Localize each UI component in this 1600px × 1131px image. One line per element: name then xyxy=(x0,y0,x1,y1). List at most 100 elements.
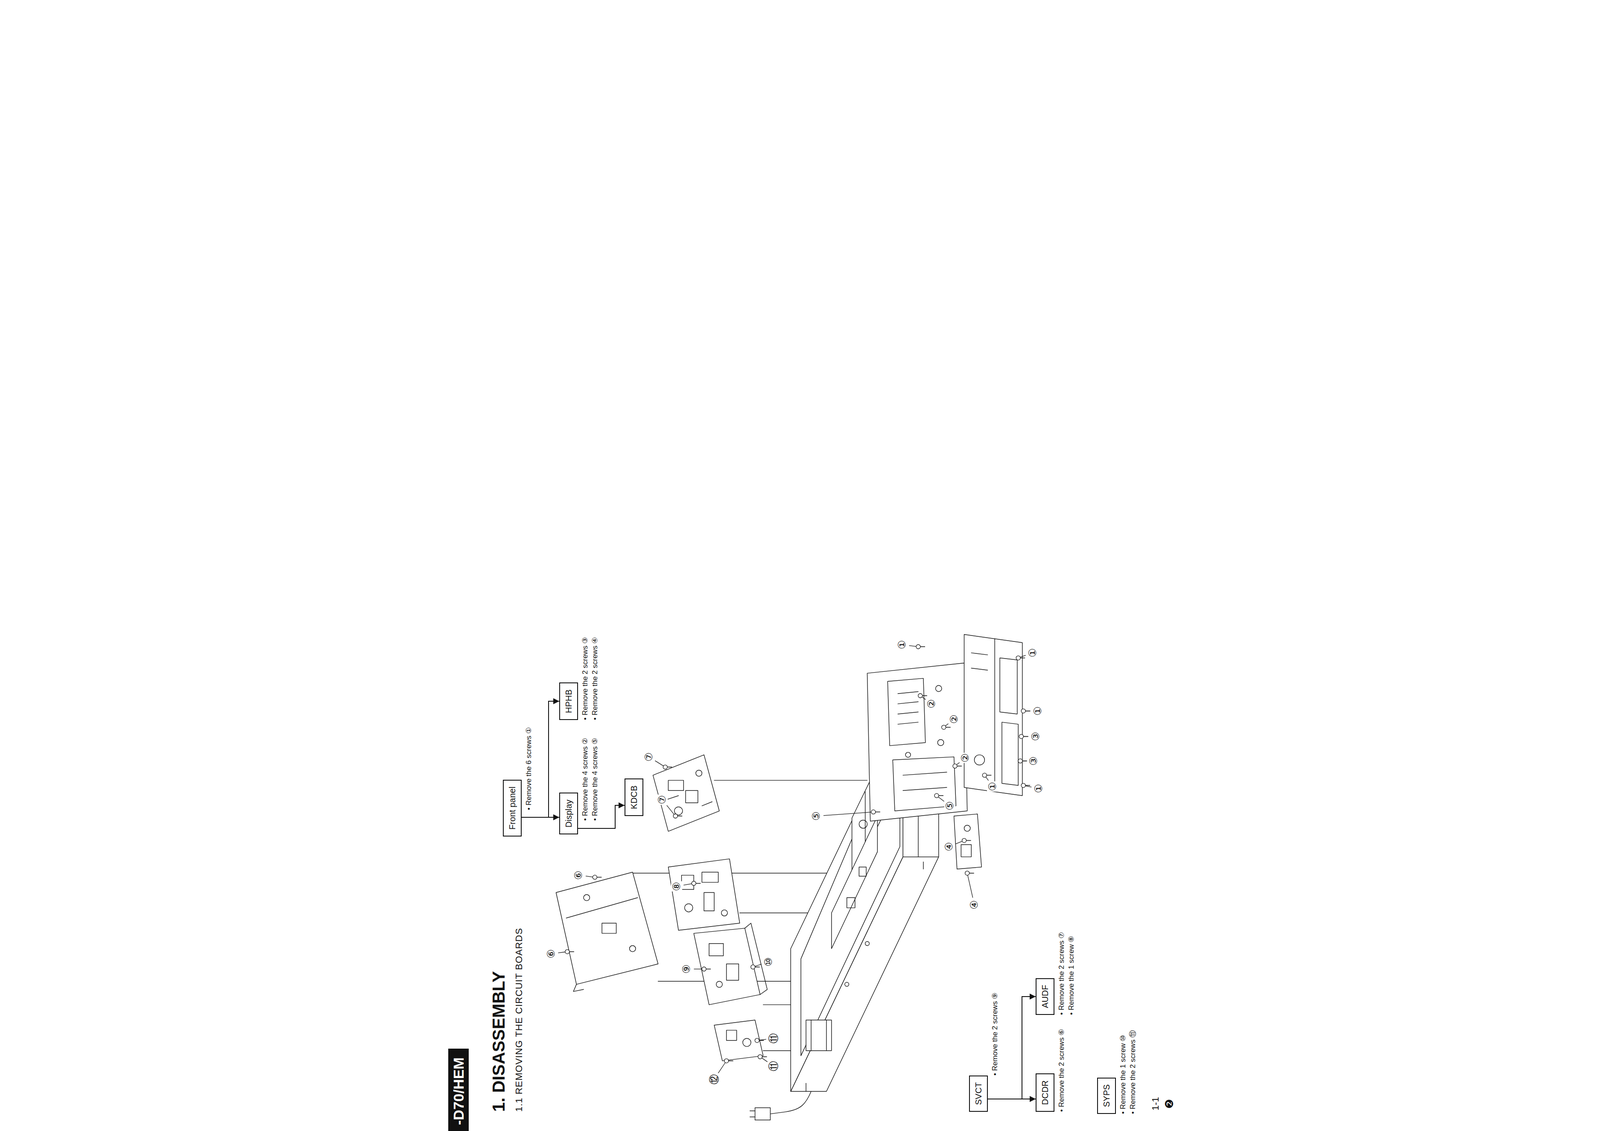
step-note: • Remove the 2 screws ⑦ xyxy=(1056,932,1067,1016)
transformer xyxy=(805,1020,832,1052)
floor-board xyxy=(831,816,878,949)
display-board xyxy=(887,678,926,746)
screw-symbol xyxy=(662,764,672,770)
screw-symbol xyxy=(922,695,928,697)
screw-symbol xyxy=(758,1054,768,1060)
step-notes: • Remove the 1 screw ⑩• Remove the 2 scr… xyxy=(1118,1030,1139,1115)
screw-symbol xyxy=(569,951,575,953)
syps-board xyxy=(714,1020,764,1062)
audf-board xyxy=(668,858,740,931)
kdcb-board xyxy=(653,755,720,832)
callout-number: ⑪ xyxy=(767,1033,780,1045)
chassis xyxy=(865,941,870,946)
leader-line xyxy=(823,812,872,816)
display-board xyxy=(897,722,919,725)
audf-board xyxy=(701,872,719,883)
screw-symbol xyxy=(1021,709,1031,714)
display-board xyxy=(897,701,919,704)
screw-symbol xyxy=(662,764,668,770)
screw-symbol xyxy=(754,1038,764,1043)
screw-symbol xyxy=(677,815,683,817)
power-cord xyxy=(750,1091,812,1121)
step-note: • Remove the 2 screws ⑨ xyxy=(990,992,1001,1076)
syps-board xyxy=(714,1020,764,1062)
kdcb-board xyxy=(653,755,720,832)
screw-symbol xyxy=(695,883,701,885)
screw-symbol xyxy=(941,725,951,730)
display-board xyxy=(897,712,919,715)
hphb-board xyxy=(960,844,972,858)
screw-symbol xyxy=(755,966,760,968)
svct-board xyxy=(693,928,760,1005)
chassis xyxy=(844,982,850,987)
screw-symbol xyxy=(969,872,975,874)
screw-symbol xyxy=(938,795,944,797)
board-box: HPHB• Remove the 2 screws ③• Remove the … xyxy=(559,682,579,721)
screw-symbol xyxy=(691,881,701,886)
leader-line xyxy=(755,964,762,967)
step-note: • Remove the 2 screws ⑥ xyxy=(1056,1029,1067,1113)
callout-number: ⑦ xyxy=(656,794,668,806)
model-header: -D70/HEM xyxy=(448,1048,469,1131)
leader-line xyxy=(967,875,973,899)
step-note: • Remove the 2 screws ③ xyxy=(580,637,591,721)
svct-board xyxy=(693,923,768,1005)
audf-board xyxy=(668,858,740,931)
callout-number: ④ xyxy=(968,899,980,911)
leader-line xyxy=(718,1062,725,1074)
screw-symbol xyxy=(667,766,672,768)
leader-line xyxy=(945,724,949,727)
step-note: • Remove the 1 screw ⑧ xyxy=(1066,932,1077,1016)
screw-symbol xyxy=(592,875,602,880)
leader-line xyxy=(693,969,702,970)
board-box: DCDR• Remove the 2 screws ⑥ xyxy=(1035,1073,1055,1113)
step-note: • Remove the 2 screws ⑪ xyxy=(1128,1030,1139,1115)
kdcb-board xyxy=(695,770,702,777)
screw-symbol xyxy=(952,764,958,769)
callout-number: ⑤ xyxy=(944,800,956,812)
flow-arrow xyxy=(521,701,560,818)
screw-symbol xyxy=(916,644,921,649)
screw-symbol xyxy=(918,693,928,698)
board-name: SVCT xyxy=(973,1082,984,1106)
section-title: 1. DISASSEMBLY xyxy=(489,971,509,1113)
display-board xyxy=(892,756,956,812)
screw-symbol xyxy=(982,773,987,778)
audf-board xyxy=(703,892,715,911)
screw-symbol xyxy=(673,814,683,819)
board-box: Front panel• Remove the 6 screws ① xyxy=(502,779,522,837)
front-panel xyxy=(971,668,988,671)
screw-symbol xyxy=(750,965,760,970)
screw-symbol xyxy=(952,764,962,769)
front-panel xyxy=(964,634,1023,797)
chassis xyxy=(922,862,924,870)
leader-line xyxy=(938,797,945,802)
screw-symbol xyxy=(918,693,923,698)
front-panel xyxy=(994,638,996,792)
screw-symbol xyxy=(1025,710,1031,712)
screw-symbol xyxy=(920,646,926,648)
screw-symbol xyxy=(875,811,881,813)
screw-symbol xyxy=(724,1059,734,1064)
callout-number: ⑧ xyxy=(671,881,683,892)
screw-symbol xyxy=(1025,785,1031,787)
callout-number: ③ xyxy=(1030,731,1042,742)
power-cord xyxy=(755,1108,771,1121)
cassette-mechanism xyxy=(864,791,866,844)
shield-plate xyxy=(573,984,584,992)
board-name: DCDR xyxy=(1039,1080,1051,1106)
callout-number: ② xyxy=(925,698,938,710)
audf-board xyxy=(684,904,693,913)
leader-line xyxy=(762,1058,768,1063)
board-box: KDCB xyxy=(624,778,644,817)
leader-line xyxy=(654,760,664,766)
board-name: Display xyxy=(563,799,574,828)
kdcb-board xyxy=(668,780,684,791)
hphb-board xyxy=(954,814,982,870)
board-name: AUDF xyxy=(1039,985,1051,1009)
step-note: • Remove the 2 screws ④ xyxy=(590,637,601,721)
screw-symbol xyxy=(1021,783,1026,788)
